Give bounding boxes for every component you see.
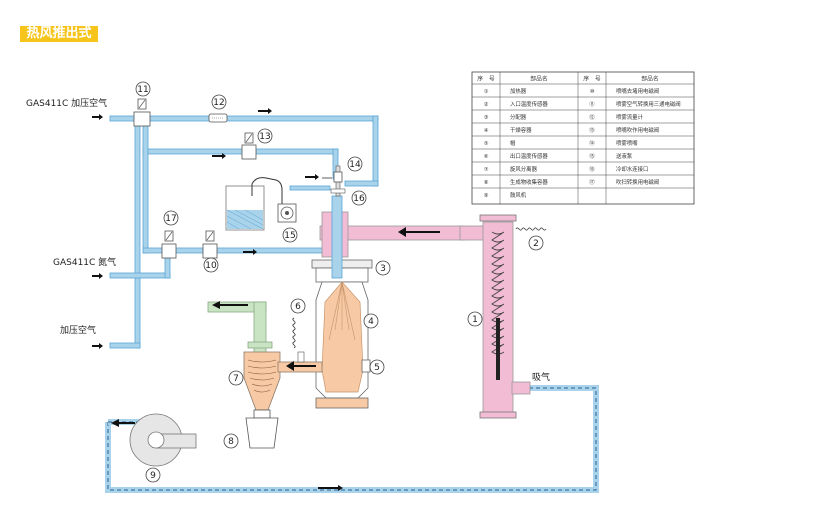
table-cell-5-3: 送液泵 — [616, 152, 633, 160]
arrow-to-cyclone — [286, 361, 316, 371]
valve-11 — [133, 98, 151, 127]
table-cell-2-2: ⑫ — [589, 113, 595, 121]
table-cell-0-3: 喷嘴去堵用电磁阀 — [616, 87, 659, 95]
table-header-0: 序 号 — [477, 75, 495, 83]
table-cell-5-1: 出口温度传感器 — [510, 152, 548, 160]
label-intake: 吸气 — [532, 371, 550, 383]
table-cell-7-2: ⑰ — [589, 178, 595, 186]
callout-7: 7 — [233, 374, 239, 384]
callout-11: 11 — [137, 85, 148, 95]
arrow-return — [318, 485, 343, 491]
arrow-second-line — [212, 153, 226, 159]
table-cell-5-0: ⑥ — [484, 154, 489, 160]
arrow-in-gas-air — [92, 114, 103, 120]
cooling-port-16 — [330, 188, 346, 194]
table-cell-4-1: 帽 — [510, 139, 516, 147]
table-cell-7-0: ⑧ — [484, 180, 489, 186]
valve-13 — [241, 132, 257, 160]
table-cell-3-1: 干燥容器 — [510, 126, 532, 134]
valve-10 — [202, 230, 218, 259]
table-cell-7-3: 吹扫转换用电磁阀 — [616, 178, 659, 186]
arrow-top-line — [258, 108, 272, 114]
callout-8: 8 — [228, 437, 234, 447]
arrow-blower — [111, 419, 135, 427]
table-cell-0-1: 加热器 — [510, 87, 527, 95]
table-cell-6-2: ⑯ — [589, 165, 595, 173]
inlet-temp-sensor — [515, 227, 547, 231]
table-cell-2-1: 分配器 — [510, 113, 527, 121]
table-cell-2-0: ③ — [484, 115, 489, 121]
flowmeter-12 — [208, 113, 228, 123]
arrow-in-air — [92, 343, 103, 349]
callout-numbers: 1 2 3 4 5 6 7 8 9 10 11 12 13 14 15 16 1… — [137, 85, 539, 481]
table-cell-2-3: 喷雾流量计 — [616, 113, 644, 121]
table-cell-8-0: ⑨ — [484, 192, 489, 199]
callout-14: 14 — [349, 160, 361, 170]
feed-pump — [277, 203, 297, 223]
callout-12: 12 — [213, 98, 224, 108]
nozzle-14 — [322, 171, 343, 183]
table-cell-6-3: 冷却水连接口 — [616, 165, 648, 173]
parts-table: 序 号 部品名 序 号 部品名 ① 加热器 ⑩ 喷嘴去堵用电磁阀 ② 入口温度传感器 ⑪ 喷雾空气转换… — [471, 71, 695, 205]
callout-16: 16 — [353, 194, 365, 204]
callouts — [135, 81, 544, 483]
arrow-in-gas-n2 — [92, 273, 103, 279]
callout-9: 9 — [150, 471, 156, 481]
flow-arrows — [92, 108, 440, 491]
callout-6: 6 — [295, 302, 301, 312]
table-cell-5-2: ⑮ — [589, 152, 595, 160]
label-gas-n2: GAS411C 氮气 — [53, 256, 116, 268]
table-cell-3-2: ⑬ — [589, 126, 595, 134]
drying-chamber — [311, 165, 373, 409]
table-cell-6-1: 旋风分离器 — [510, 165, 538, 173]
table-cell-3-0: ④ — [484, 128, 489, 134]
cyclone — [207, 301, 323, 449]
table-cell-4-3: 喷雾喷嘴 — [616, 139, 638, 147]
label-gas-air: GAS411C 加压空气 — [26, 97, 107, 109]
blower — [129, 413, 197, 467]
table-cell-4-2: ⑭ — [589, 139, 595, 147]
arrow-exhaust — [212, 301, 248, 309]
callout-3: 3 — [380, 264, 386, 274]
table-cell-8-1: 鼓风机 — [510, 191, 527, 199]
table-cell-1-2: ⑪ — [589, 100, 595, 108]
table-cell-7-1: 生成物收集容器 — [510, 178, 548, 186]
arrow-heater-out — [398, 227, 440, 237]
page-title: 热风推出式 — [20, 26, 98, 42]
callout-13: 13 — [259, 132, 270, 142]
outlet-temp-sensor — [292, 317, 296, 349]
arrow-n2-line — [243, 249, 257, 255]
table-cell-1-1: 入口温度传感器 — [510, 100, 548, 108]
table-cell-4-0: ⑤ — [484, 141, 489, 147]
callout-10: 10 — [205, 261, 217, 271]
label-air: 加压空气 — [60, 324, 96, 336]
callout-17: 17 — [165, 214, 176, 224]
table-header-1: 部品名 — [530, 75, 547, 83]
arrow-nozzle — [305, 174, 319, 180]
table-header-2: 序 号 — [583, 75, 601, 83]
table-cell-1-0: ② — [484, 101, 489, 108]
callout-2: 2 — [533, 239, 539, 249]
table-cell-0-2: ⑩ — [590, 88, 595, 95]
valve-17 — [161, 230, 177, 259]
table-header-3: 部品名 — [641, 75, 658, 83]
callout-4: 4 — [368, 317, 374, 327]
callout-15: 15 — [284, 231, 295, 241]
table-cell-6-0: ⑦ — [484, 167, 489, 173]
table-cell-3-3: 喷嘴吹作用电磁阀 — [616, 126, 659, 134]
callout-5: 5 — [374, 363, 380, 373]
table-cell-1-3: 喷雾空气转换用三通电磁阀 — [616, 100, 681, 108]
feed-beaker — [225, 177, 283, 231]
callout-1: 1 — [472, 315, 478, 325]
table-cell-0-0: ① — [484, 89, 489, 95]
